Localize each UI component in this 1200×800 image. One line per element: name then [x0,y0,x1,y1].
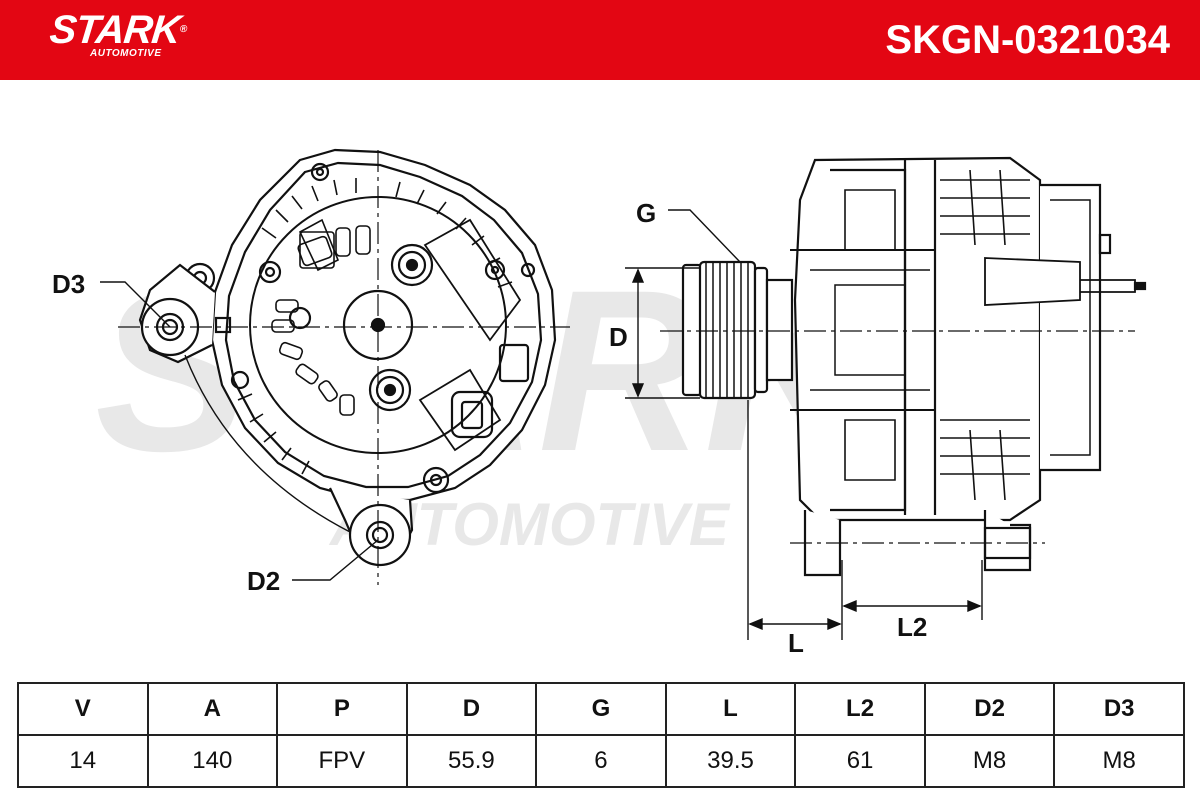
spec-value: 140 [146,734,279,788]
brand-subtitle: AUTOMOTIVE [90,48,162,59]
brand-name: STARK® [47,8,187,52]
specs-header-row: V A P D G L L2 D2 D3 [17,682,1185,736]
spec-value: FPV [276,734,408,788]
header-bar: STARK® AUTOMOTIVE SKGN-0321034 [0,0,1200,80]
d3-callout: D3 [52,269,171,328]
spec-value: 61 [794,734,926,788]
spec-value: 55.9 [405,734,538,788]
spec-header: D2 [923,682,1056,736]
spec-value: 14 [17,734,149,788]
brand-logo: STARK® AUTOMOTIVE [47,8,187,59]
spec-header: P [276,682,408,736]
spec-header: V [17,682,149,736]
label-d3: D3 [52,269,85,299]
label-d2: D2 [247,566,280,596]
spec-header: D [405,682,538,736]
d2-callout: D2 [247,539,379,596]
spec-value: 39.5 [664,734,797,788]
spec-value: 6 [535,734,667,788]
spec-header: D3 [1053,682,1185,736]
part-number: SKGN-0321034 [885,18,1170,62]
technical-drawing: STARK AUTOMOTIVE [52,148,1147,658]
spec-header: A [146,682,279,736]
specs-value-row: 14 140 FPV 55.9 6 39.5 61 M8 M8 [17,734,1185,788]
label-g: G [636,198,656,228]
label-d: D [609,322,628,352]
spec-header: L2 [794,682,926,736]
spec-header: G [535,682,667,736]
side-view [625,156,1147,640]
spec-value: M8 [1053,734,1185,788]
spec-value: M8 [923,734,1056,788]
label-l: L [788,628,804,658]
label-l2: L2 [897,612,927,642]
specs-table: V A P D G L L2 D2 D3 14 140 FPV 55.9 6 3… [17,682,1185,788]
spec-header: L [664,682,797,736]
front-view [118,148,570,585]
